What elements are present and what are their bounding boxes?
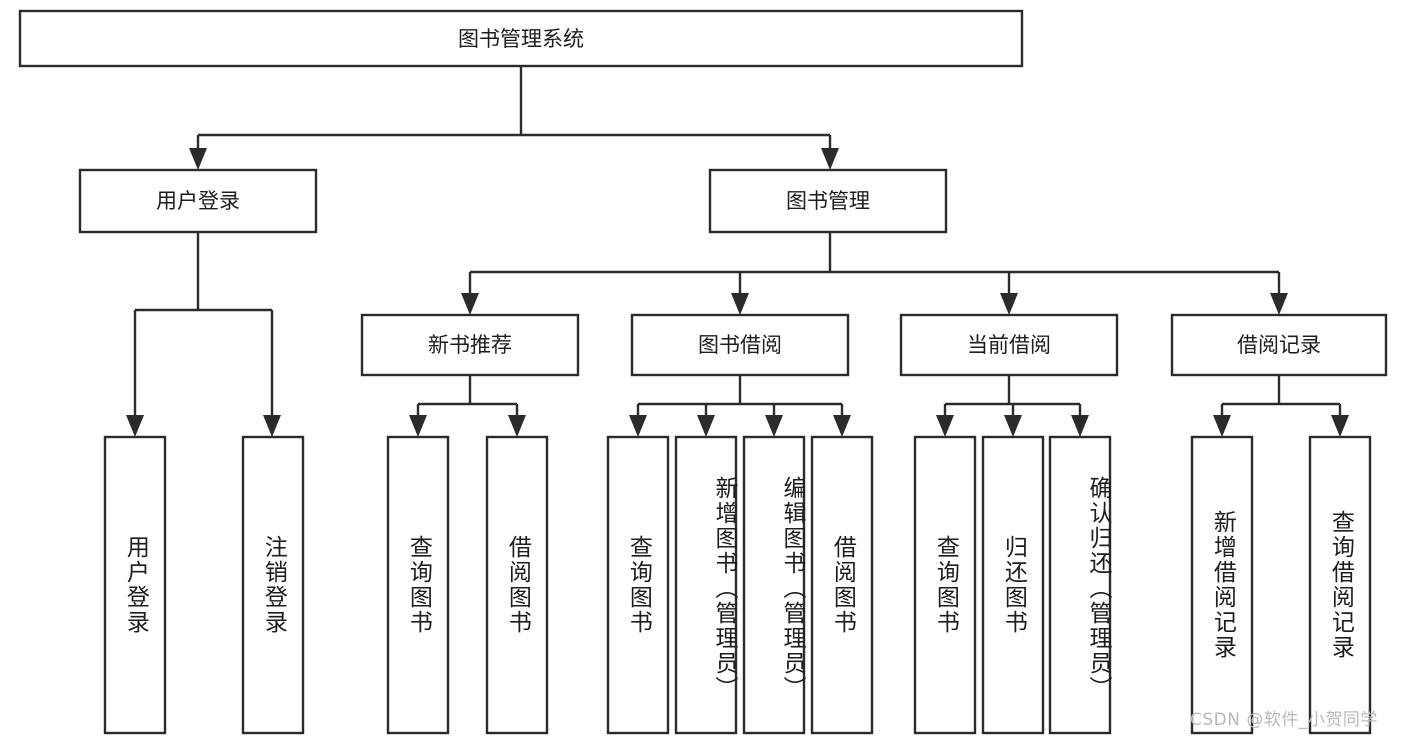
node-user-login[interactable]: 用户登录 (78, 168, 318, 234)
arrow-head-leaf-cur-confirm-return (1071, 415, 1089, 437)
arrow-head-leaf-borrow-query-book (629, 415, 647, 437)
leaf-borrow-borrow-book-rect[interactable] (810, 435, 874, 735)
connector-group-book-manage-to-level3 (461, 232, 1288, 315)
node-current-borrow-label: 当前借阅 (967, 333, 1051, 357)
leaf-rec-query-record-rect[interactable] (1308, 435, 1372, 735)
arrow-head-book-manage (821, 148, 839, 170)
leaf-rec-query-book-rect[interactable] (386, 435, 450, 735)
node-new-book-recommend[interactable]: 新书推荐 (360, 313, 580, 377)
node-book-manage-rect[interactable] (708, 168, 948, 234)
leaf-borrow-edit-book-rect[interactable] (742, 435, 806, 735)
arrow-head-leaf-user-login (126, 415, 144, 437)
node-new-book-recommend-rect[interactable] (360, 313, 580, 377)
leaf-user-login-rect[interactable] (103, 435, 167, 735)
leaf-rec-add-record-rect[interactable] (1190, 435, 1254, 735)
arrow-head-leaf-cur-return-book (1004, 415, 1022, 437)
node-book-manage-label: 图书管理 (786, 189, 870, 213)
leaf-borrow-query-book-rect[interactable] (606, 435, 670, 735)
connector-group-root-to-level2 (189, 66, 839, 170)
node-root-label: 图书管理系统 (458, 27, 584, 51)
node-root-rect[interactable] (18, 9, 1024, 68)
leaf-cur-query-book-rect[interactable] (913, 435, 977, 735)
arrow-head-user-login (189, 148, 207, 170)
connector-group-borrow-record-to-leaves (1213, 375, 1349, 437)
node-borrow-record-rect[interactable] (1170, 313, 1388, 377)
node-borrow-record[interactable]: 借阅记录 (1170, 313, 1388, 377)
node-borrow-record-label: 借阅记录 (1237, 333, 1321, 357)
connector-group-user-login-to-leaves (126, 232, 281, 437)
arrow-head-leaf-rec-query-record (1331, 415, 1349, 437)
leaf-user-logout-rect[interactable] (241, 435, 305, 735)
node-root[interactable]: 图书管理系统 (18, 9, 1024, 68)
node-book-borrow[interactable]: 图书借阅 (630, 313, 850, 377)
node-new-book-recommend-label: 新书推荐 (428, 333, 512, 357)
arrow-head-leaf-rec-query-book (409, 415, 427, 437)
arrow-head-leaf-borrow-borrow-book (833, 415, 851, 437)
node-user-login-rect[interactable] (78, 168, 318, 234)
arrow-head-leaf-cur-query-book (936, 415, 954, 437)
arrow-head-current-borrow (1000, 293, 1018, 315)
leaf-boxes (103, 435, 1372, 735)
leaf-rec-borrow-book-rect[interactable] (485, 435, 549, 735)
leaf-borrow-add-book-rect[interactable] (674, 435, 738, 735)
csdn-watermark: CSDN @软件_小贺同学 (1190, 710, 1378, 730)
node-book-borrow-label: 图书借阅 (698, 333, 782, 357)
arrow-head-leaf-user-logout (263, 415, 281, 437)
arrow-head-leaf-borrow-edit-book (765, 415, 783, 437)
connector-group-book-borrow-to-leaves (629, 375, 851, 437)
node-book-manage[interactable]: 图书管理 (708, 168, 948, 234)
arrow-head-leaf-borrow-add-book (697, 415, 715, 437)
arrow-head-book-borrow (731, 293, 749, 315)
arrow-head-new-book-recommend (461, 293, 479, 315)
leaf-cur-confirm-return-rect[interactable] (1048, 435, 1112, 735)
connector-group-new-book-recommend-to-leaves (409, 375, 526, 437)
node-current-borrow[interactable]: 当前借阅 (899, 313, 1119, 377)
node-user-login-label: 用户登录 (156, 189, 240, 213)
leaf-cur-return-book-rect[interactable] (981, 435, 1045, 735)
arrow-head-leaf-rec-borrow-book (508, 415, 526, 437)
connector-group-current-borrow-to-leaves (936, 375, 1089, 437)
arrow-head-borrow-record (1270, 293, 1288, 315)
arrow-head-leaf-rec-add-record (1213, 415, 1231, 437)
node-book-borrow-rect[interactable] (630, 313, 850, 377)
node-current-borrow-rect[interactable] (899, 313, 1119, 377)
